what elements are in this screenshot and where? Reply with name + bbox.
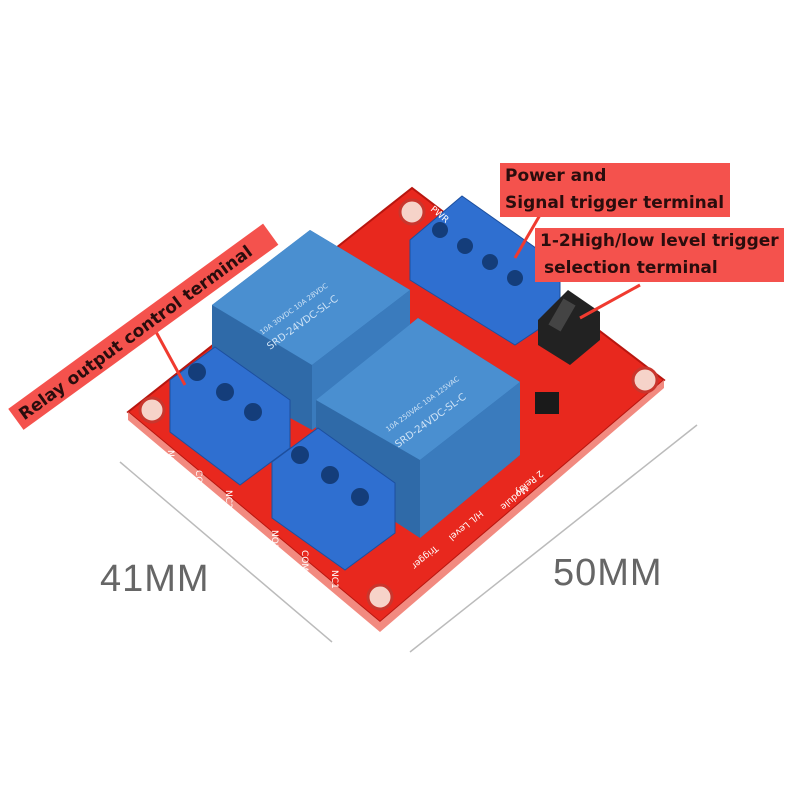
relay-output-callout-line bbox=[153, 329, 187, 386]
callout-line: Power and bbox=[505, 166, 607, 186]
relay-2-terminal-block[interactable] bbox=[169, 346, 291, 486]
svg-text:COM2: COM2 bbox=[193, 470, 203, 497]
width-dimension-label: 41MM bbox=[100, 558, 210, 600]
callout-line: selection terminal bbox=[544, 258, 718, 278]
power-signal-terminal-block[interactable] bbox=[409, 195, 561, 346]
power-callout-line bbox=[513, 214, 542, 259]
level-select-callout: 1-2High/low level trigger selection term… bbox=[535, 228, 784, 282]
jumper-header[interactable] bbox=[538, 290, 600, 365]
mounting-holes bbox=[138, 198, 659, 611]
optocoupler-chip bbox=[535, 392, 559, 414]
level-callout-line bbox=[579, 283, 641, 320]
pcb-edge bbox=[128, 380, 664, 632]
callout-line: 1-2High/low level trigger bbox=[540, 231, 779, 251]
callout-line: Signal trigger terminal bbox=[505, 193, 725, 213]
svg-text:COM1: COM1 bbox=[299, 550, 309, 577]
relay-1-terminal-block[interactable] bbox=[271, 427, 396, 571]
power-signal-callout: Power and Signal trigger terminal bbox=[500, 163, 731, 217]
width-dimension-line bbox=[119, 461, 333, 643]
svg-text:NC2: NC2 bbox=[223, 490, 233, 509]
svg-text:NC1: NC1 bbox=[329, 570, 339, 589]
svg-text:NO2: NO2 bbox=[165, 450, 175, 470]
svg-text:NO1: NO1 bbox=[269, 530, 279, 550]
length-dimension-label: 50MM bbox=[553, 552, 663, 594]
length-dimension-line bbox=[409, 424, 698, 653]
